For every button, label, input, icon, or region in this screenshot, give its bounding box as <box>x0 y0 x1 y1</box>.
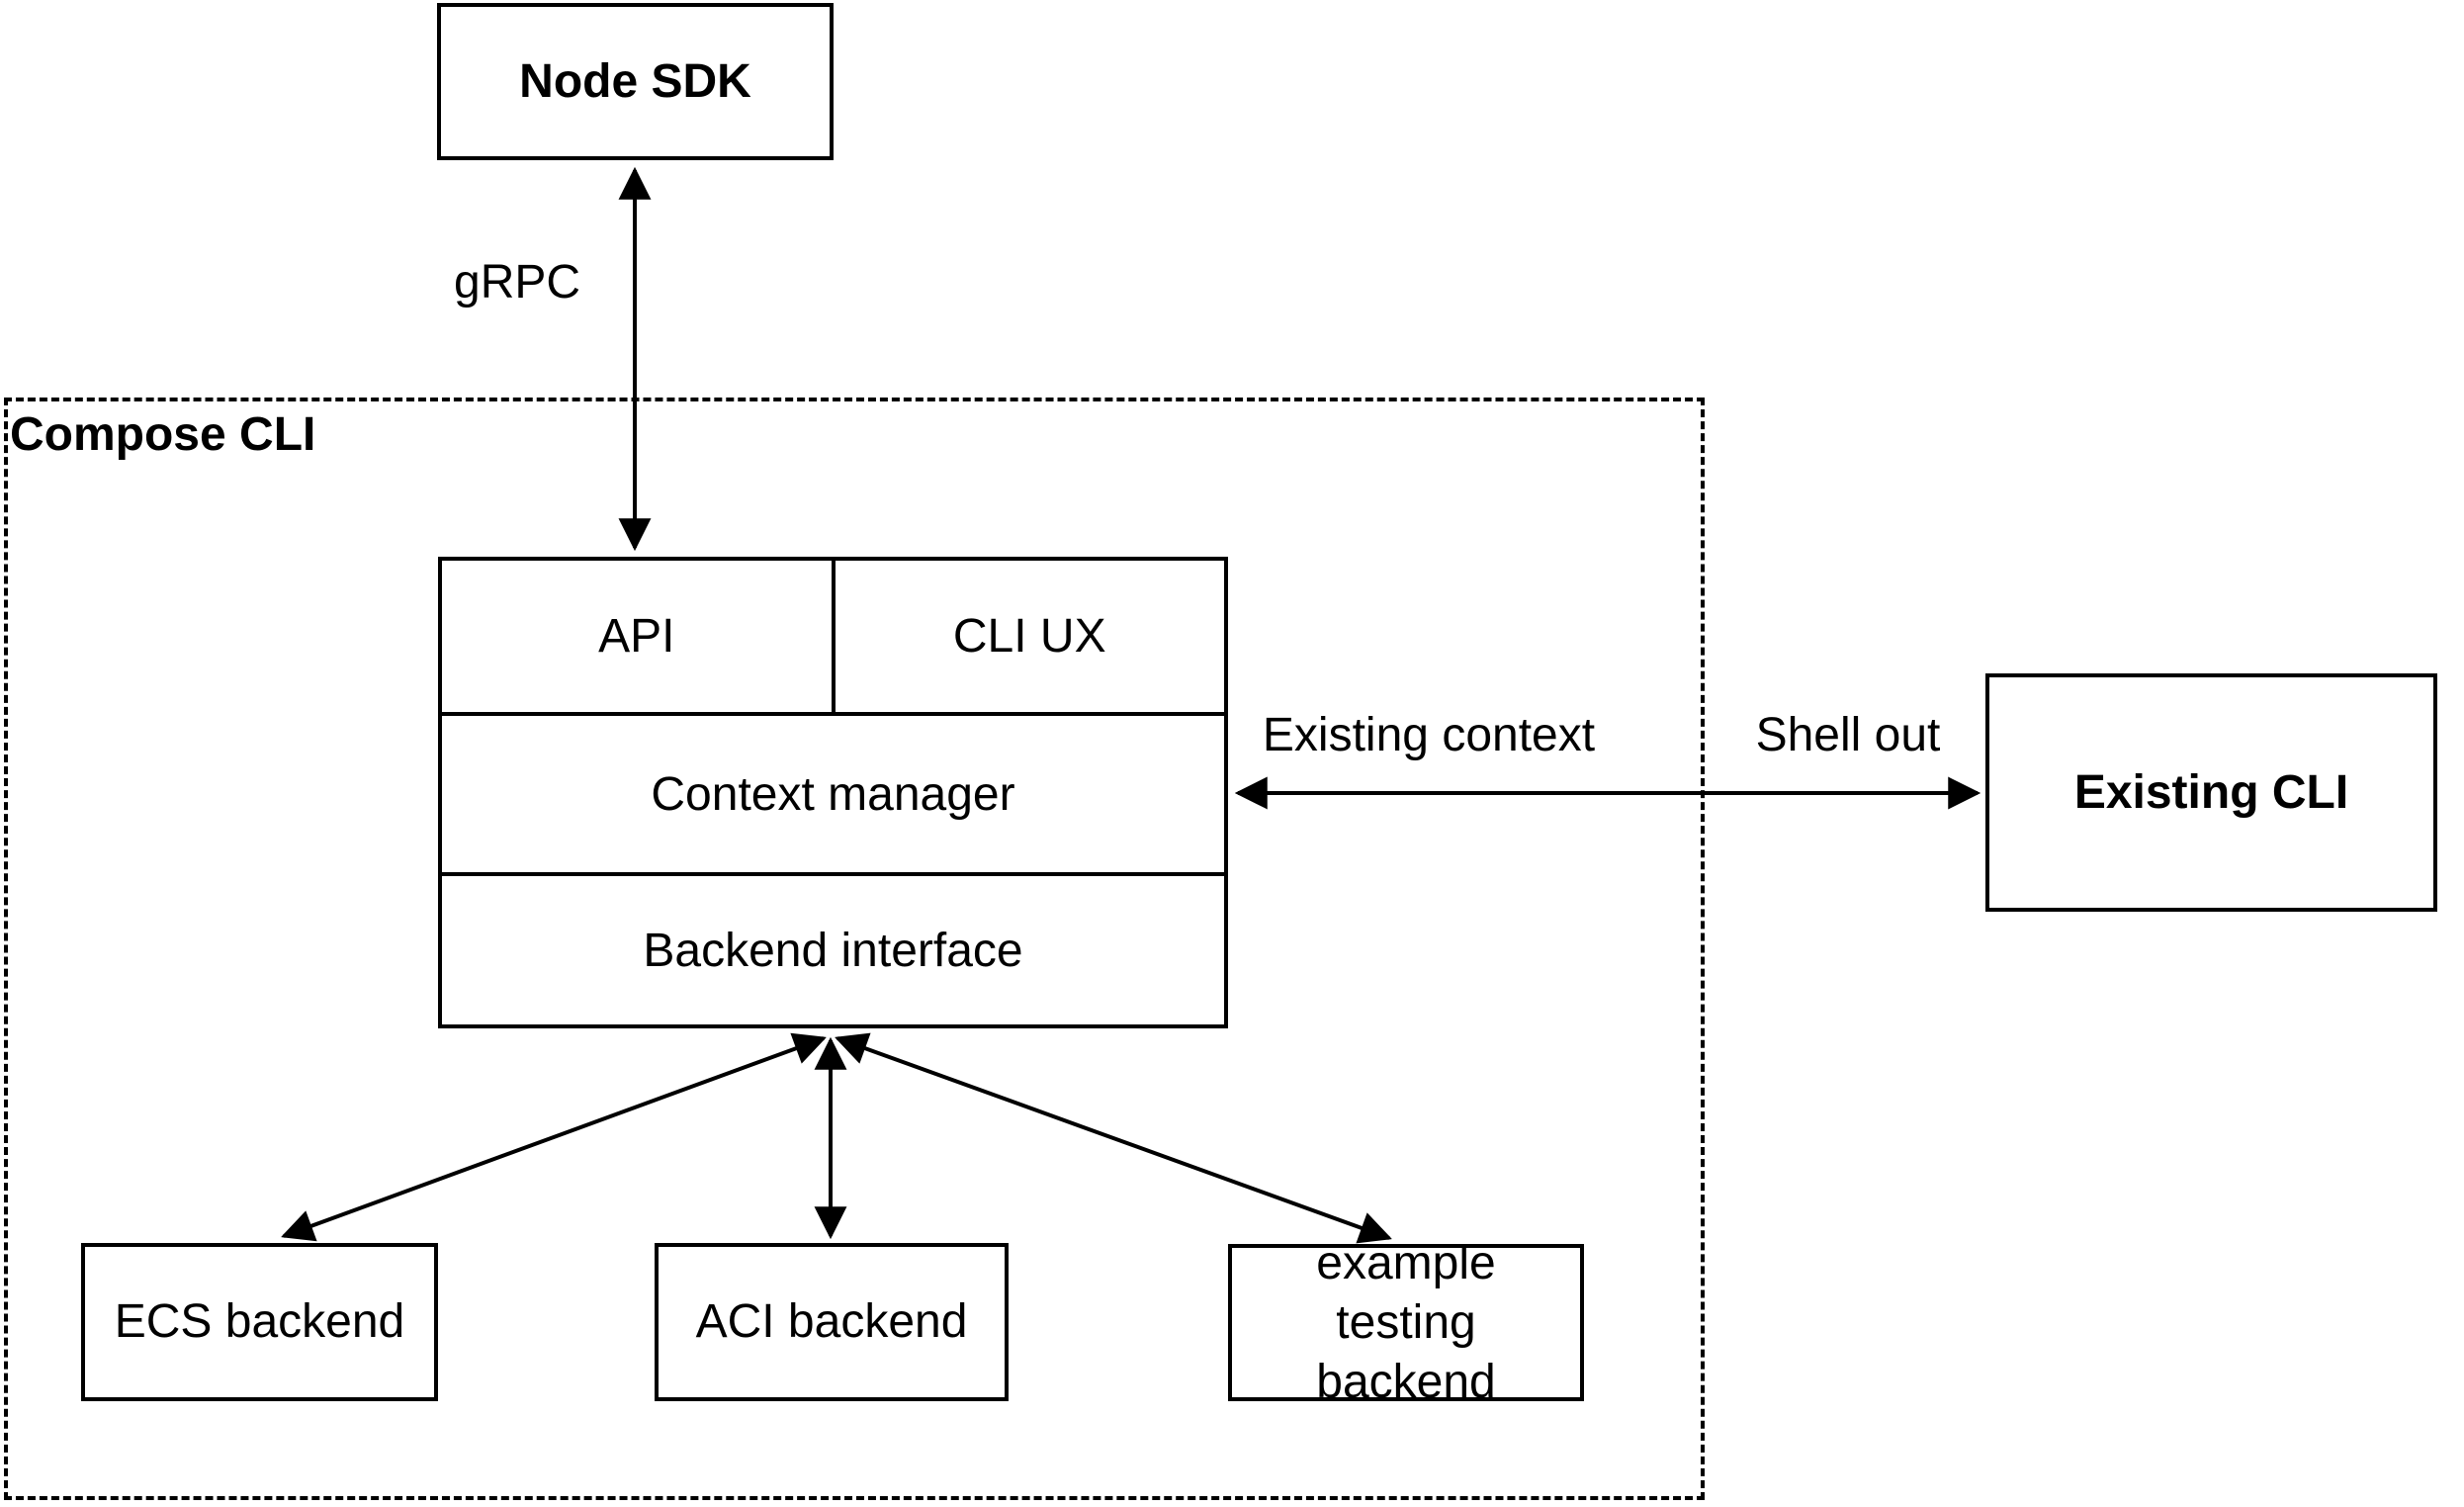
backend-interface-cell: Backend interface <box>442 872 1224 1024</box>
example-testing-backend-label: example testing backend <box>1316 1236 1496 1408</box>
existing-cli-box: Existing CLI <box>1985 673 2437 912</box>
context-manager-cell: Context manager <box>442 712 1224 872</box>
cli-ux-label: CLI UX <box>952 610 1106 663</box>
existing-cli-label: Existing CLI <box>2073 765 2349 819</box>
ecs-backend-box: ECS backend <box>81 1243 438 1401</box>
compose-cli-core-block: API CLI UX Context manager Backend inter… <box>438 557 1228 1028</box>
context-manager-label: Context manager <box>651 767 1015 821</box>
compose-cli-group-label: Compose CLI <box>10 408 316 461</box>
ecs-backend-label: ECS backend <box>114 1295 405 1348</box>
compose-cli-group <box>4 398 1705 1500</box>
example-testing-backend-box: example testing backend <box>1228 1237 1584 1408</box>
aci-backend-box: ACI backend <box>655 1243 1009 1401</box>
api-cell: API <box>442 561 836 712</box>
existing-context-label: Existing context <box>1256 708 1602 762</box>
api-label: API <box>598 610 675 663</box>
shell-out-label: Shell out <box>1749 708 1947 762</box>
node-sdk-box: Node SDK <box>437 3 834 160</box>
node-sdk-label: Node SDK <box>519 54 751 108</box>
backend-interface-label: Backend interface <box>643 924 1023 977</box>
grpc-label: gRPC <box>454 255 581 310</box>
aci-backend-label: ACI backend <box>695 1295 968 1348</box>
cli-ux-cell: CLI UX <box>836 561 1225 712</box>
